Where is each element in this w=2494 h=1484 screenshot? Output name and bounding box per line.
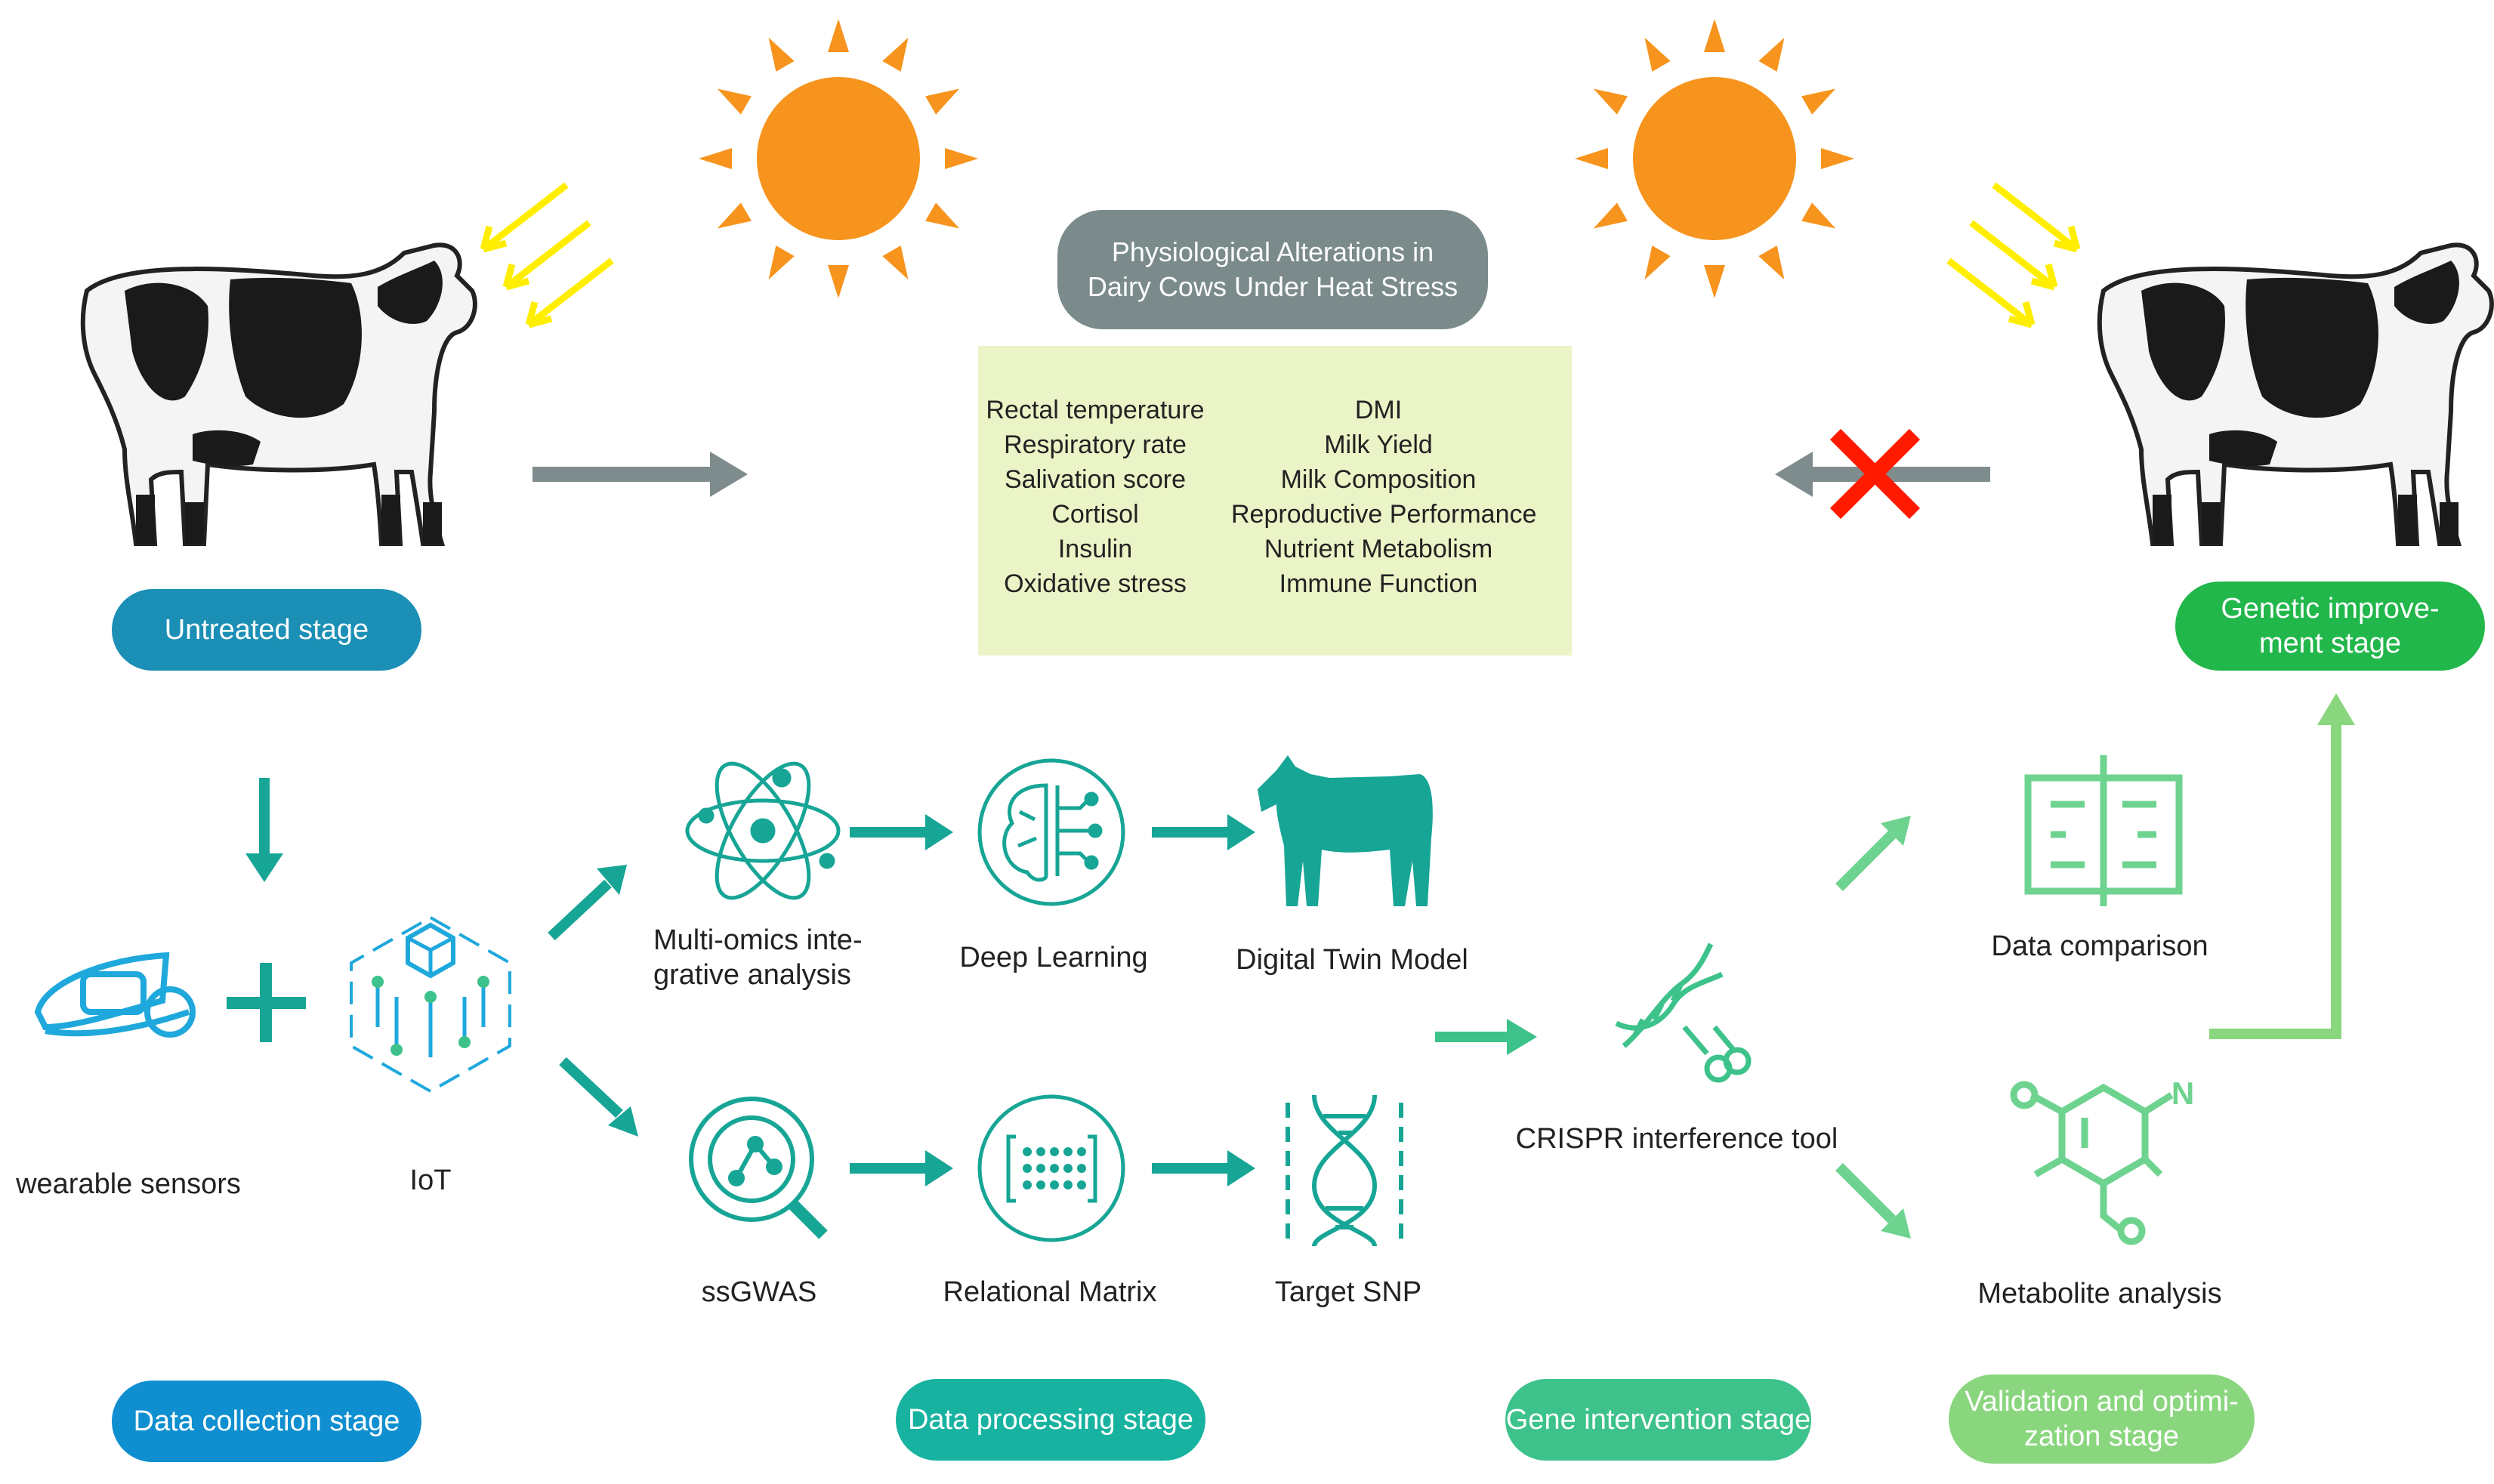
- label-iot: IoT: [409, 1165, 452, 1196]
- cow-right-icon: [2100, 245, 2492, 544]
- increased-indicator-item: Respiratory rate: [1004, 430, 1187, 459]
- decreased-indicator-item: Reproductive Performance: [1231, 500, 1537, 529]
- cow-left-icon: [83, 245, 475, 544]
- arrow-down-collection: [245, 778, 283, 882]
- grey-arrow-left: [1775, 452, 1990, 497]
- plus-icon: [227, 963, 306, 1042]
- stage-data-processing: Data processing stage: [896, 1379, 1205, 1461]
- stage-data-collection: Data collection stage: [112, 1381, 421, 1462]
- deep-learning-brain-icon: [977, 758, 1125, 906]
- increased-indicator-item: Cortisol: [1051, 500, 1139, 529]
- arrow-ssgwas-to-matrix: [850, 1150, 953, 1186]
- stage-genetic-improvement: Genetic improve- ment stage: [2175, 582, 2485, 671]
- arrow-multiomics-to-dl: [850, 814, 953, 850]
- arrow-to-data-comparison: [1835, 816, 1911, 891]
- increased-indicator-item: Oxidative stress: [1004, 569, 1187, 598]
- decreased-indicator-item: Milk Composition: [1280, 465, 1477, 494]
- crispr-dna-scissors-icon: [1615, 943, 1752, 1083]
- increased-indicator-item: Rectal temperature: [986, 396, 1205, 424]
- iot-icon: [350, 915, 511, 1094]
- label-deep-learning: Deep Learning: [959, 942, 1148, 973]
- arrow-to-ssgwas: [559, 1057, 638, 1137]
- arrow-dl-to-twin: [1152, 814, 1255, 850]
- decreased-indicator-item: DMI: [1354, 396, 1403, 424]
- increased-indicator-item: Salivation score: [1004, 465, 1186, 494]
- sun-right-icon: [1575, 19, 1854, 298]
- ssgwas-search-icon: [689, 1097, 828, 1239]
- stage-validation-optimization: Validation and optimi- zation stage: [1949, 1374, 2255, 1464]
- decreased-indicator-item: Milk Yield: [1324, 430, 1433, 459]
- metabolite-nitrogen-label: N: [2171, 1075, 2195, 1111]
- label-crispr: CRISPR interference tool: [1515, 1123, 1838, 1155]
- arrow-to-multiomics: [548, 865, 627, 941]
- label-digital-twin: Digital Twin Model: [1236, 944, 1468, 976]
- increased-indicator-item: Insulin: [1057, 535, 1133, 563]
- grey-arrow-right: [532, 452, 748, 497]
- data-comparison-book-icon: [2024, 755, 2183, 906]
- label-metabolite-analysis: Metabolite analysis: [1977, 1278, 2222, 1310]
- heat-rays-left-icon: [483, 185, 612, 325]
- label-target-snp: Target SNP: [1274, 1276, 1422, 1308]
- diagram-title: Physiological Alterations in Dairy Cows …: [1057, 210, 1488, 329]
- path-to-genetic-stage: [2209, 693, 2355, 1039]
- arrow-to-metabolite: [1835, 1163, 1911, 1239]
- relational-matrix-icon: [977, 1094, 1125, 1242]
- label-ssgwas: ssGWAS: [701, 1276, 817, 1308]
- decreased-indicator-item: Nutrient Metabolism: [1264, 535, 1493, 563]
- stage-untreated: Untreated stage: [112, 589, 421, 671]
- target-snp-dna-icon: [1286, 1094, 1403, 1247]
- heat-rays-right-icon: [1949, 185, 2077, 325]
- arrow-matrix-to-snp: [1152, 1150, 1255, 1186]
- digital-twin-cow-icon: [1258, 755, 1433, 906]
- arrow-to-crispr: [1435, 1019, 1537, 1055]
- blocked-cross-icon: [1829, 428, 1921, 520]
- stage-gene-intervention: Gene intervention stage: [1505, 1379, 1811, 1461]
- decreased-indicator-item: Immune Function: [1279, 569, 1478, 598]
- label-wearable-sensors: wearable sensors: [16, 1168, 241, 1200]
- multiomics-atom-icon: [685, 761, 841, 900]
- sun-left-icon: [699, 19, 978, 298]
- indicator-panel: [978, 346, 1572, 656]
- label-relational-matrix: Relational Matrix: [943, 1276, 1157, 1308]
- metabolite-molecule-icon: [2010, 1081, 2174, 1245]
- label-multiomics: Multi-omics inte- grative analysis: [653, 924, 863, 991]
- label-data-comparison: Data comparison: [1991, 930, 2208, 962]
- wearable-sensor-icon: [34, 952, 196, 1038]
